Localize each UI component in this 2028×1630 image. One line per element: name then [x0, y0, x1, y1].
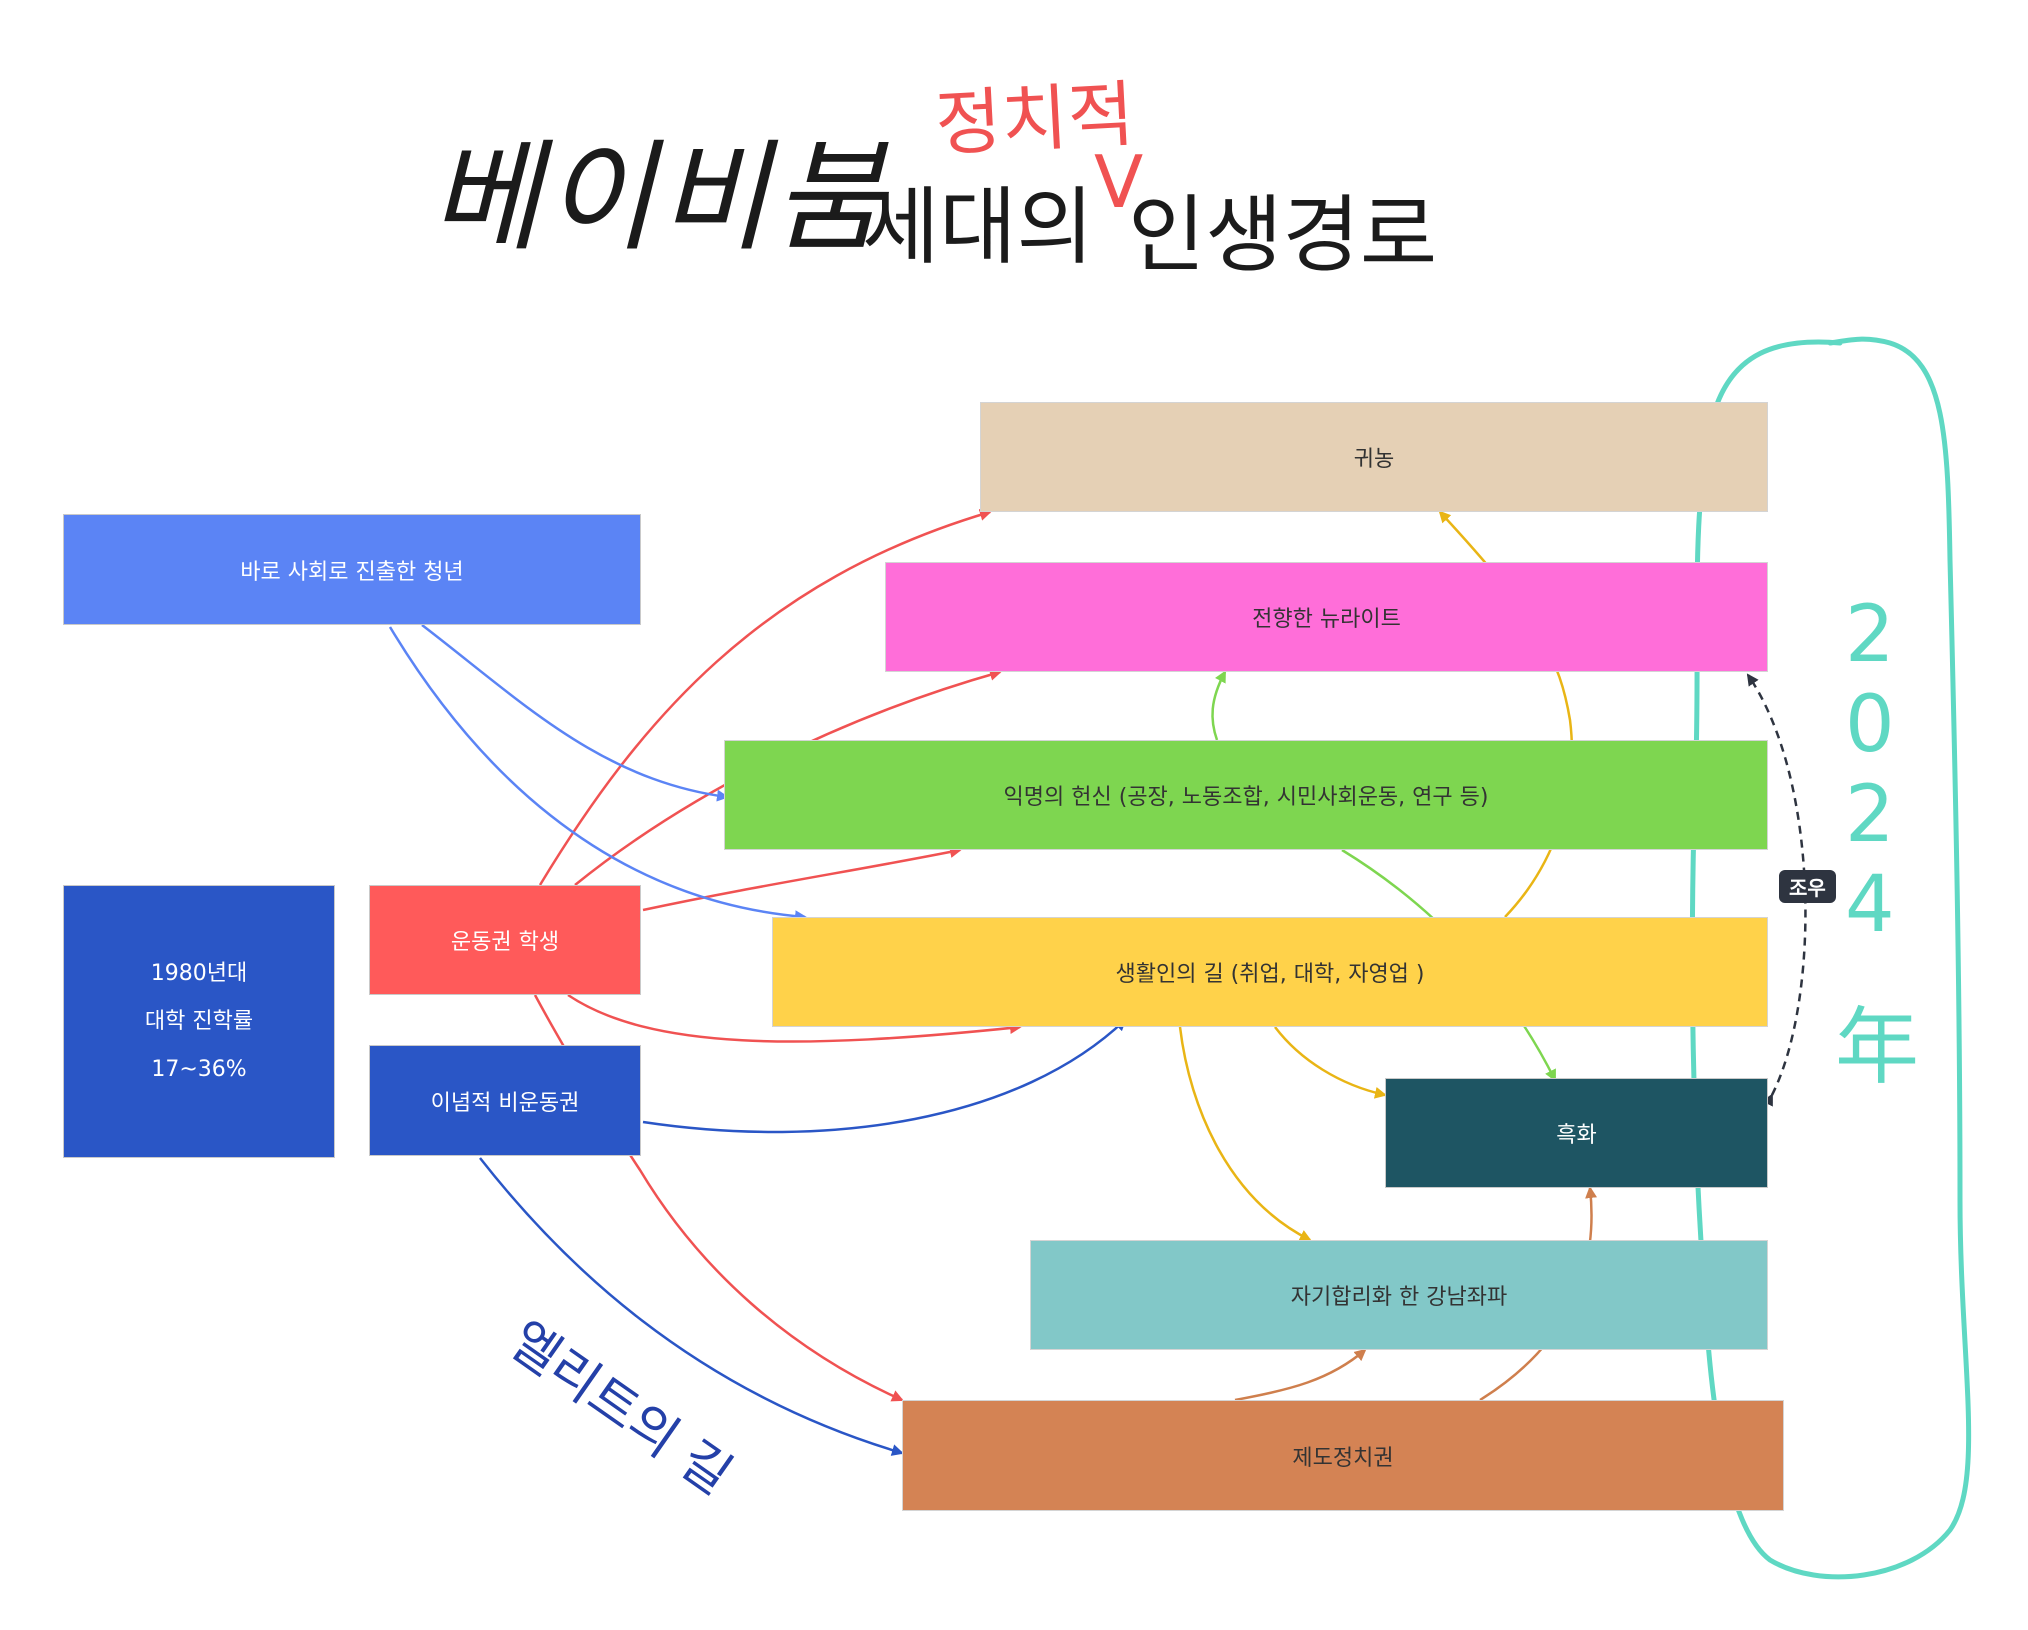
- college-rate-line3: 17~36%: [151, 1056, 247, 1082]
- edge-activist-to-life: [567, 993, 1022, 1043]
- year-char-4: 4: [1845, 860, 1895, 950]
- node-farming: 귀농: [980, 402, 1768, 512]
- edge-life-to-gangnam: [1178, 1026, 1312, 1242]
- year-char-2: 0: [1845, 680, 1895, 770]
- year-char-1: 2: [1845, 590, 1895, 680]
- node-gangnam: 자기합리화 한 강남좌파: [1030, 1240, 1768, 1350]
- node-anonymous: 익명의 헌신 (공장, 노동조합, 시민사회운동, 연구 등): [724, 740, 1768, 850]
- encounter-badge: 조우: [1779, 870, 1836, 903]
- year-char-5: 年: [1835, 998, 1920, 1096]
- title-caret: V: [1094, 140, 1144, 224]
- node-activist: 운동권 학생: [369, 885, 641, 995]
- gangnam-label: 자기합리화 한 강남좌파: [1290, 1285, 1508, 1310]
- edge-activist-to-farming: [538, 509, 992, 886]
- title-insert: 정치적: [933, 71, 1137, 167]
- activist-label: 운동권 학생: [450, 930, 560, 955]
- institutional-label: 제도정치권: [1292, 1445, 1394, 1471]
- node-newright: 전향한 뉴라이트: [885, 562, 1768, 672]
- farming-label: 귀농: [1353, 447, 1395, 472]
- college-rate-line2: 대학 진학률: [144, 1008, 254, 1034]
- blackening-label: 흑화: [1556, 1123, 1597, 1148]
- ideological-label: 이념적 비운동권: [430, 1090, 580, 1116]
- title-main-b: 세대의: [862, 178, 1094, 276]
- edge-life-to-blackening: [1274, 1026, 1387, 1099]
- node-life: 생활인의 길 (취업, 대학, 자영업 ): [772, 917, 1768, 1027]
- newright-label: 전향한 뉴라이트: [1252, 607, 1401, 632]
- year-char-3: 2: [1845, 770, 1895, 860]
- edge-anonymous-to-newright: [1211, 670, 1227, 741]
- node-college-rate: 1980년대 대학 진학률 17~36%: [63, 885, 335, 1158]
- edge-youth-to-anonymous: [421, 624, 729, 802]
- life-label: 생활인의 길 (취업, 대학, 자영업 ): [1115, 962, 1425, 987]
- node-institutional: 제도정치권: [902, 1400, 1784, 1511]
- edge-youth-to-life: [388, 626, 807, 923]
- title-main-c: 인생경로: [1128, 186, 1438, 284]
- edge-ideological-to-life: [642, 1018, 1127, 1134]
- edge-institutional-to-gangnam: [1234, 1348, 1367, 1402]
- node-youth: 바로 사회로 진출한 청년: [63, 514, 641, 625]
- anonymous-label: 익명의 헌신 (공장, 노동조합, 시민사회운동, 연구 등): [1003, 785, 1489, 810]
- youth-label: 바로 사회로 진출한 청년: [240, 559, 464, 585]
- edge-activist-to-anonymous: [642, 846, 962, 912]
- edge-ideological-to-institutional: [479, 1157, 904, 1456]
- node-ideological: 이념적 비운동권: [369, 1045, 641, 1156]
- node-blackening: 흑화: [1385, 1078, 1768, 1188]
- title-main-a: 베이비붐: [430, 129, 888, 268]
- college-rate-line1: 1980년대: [150, 960, 248, 986]
